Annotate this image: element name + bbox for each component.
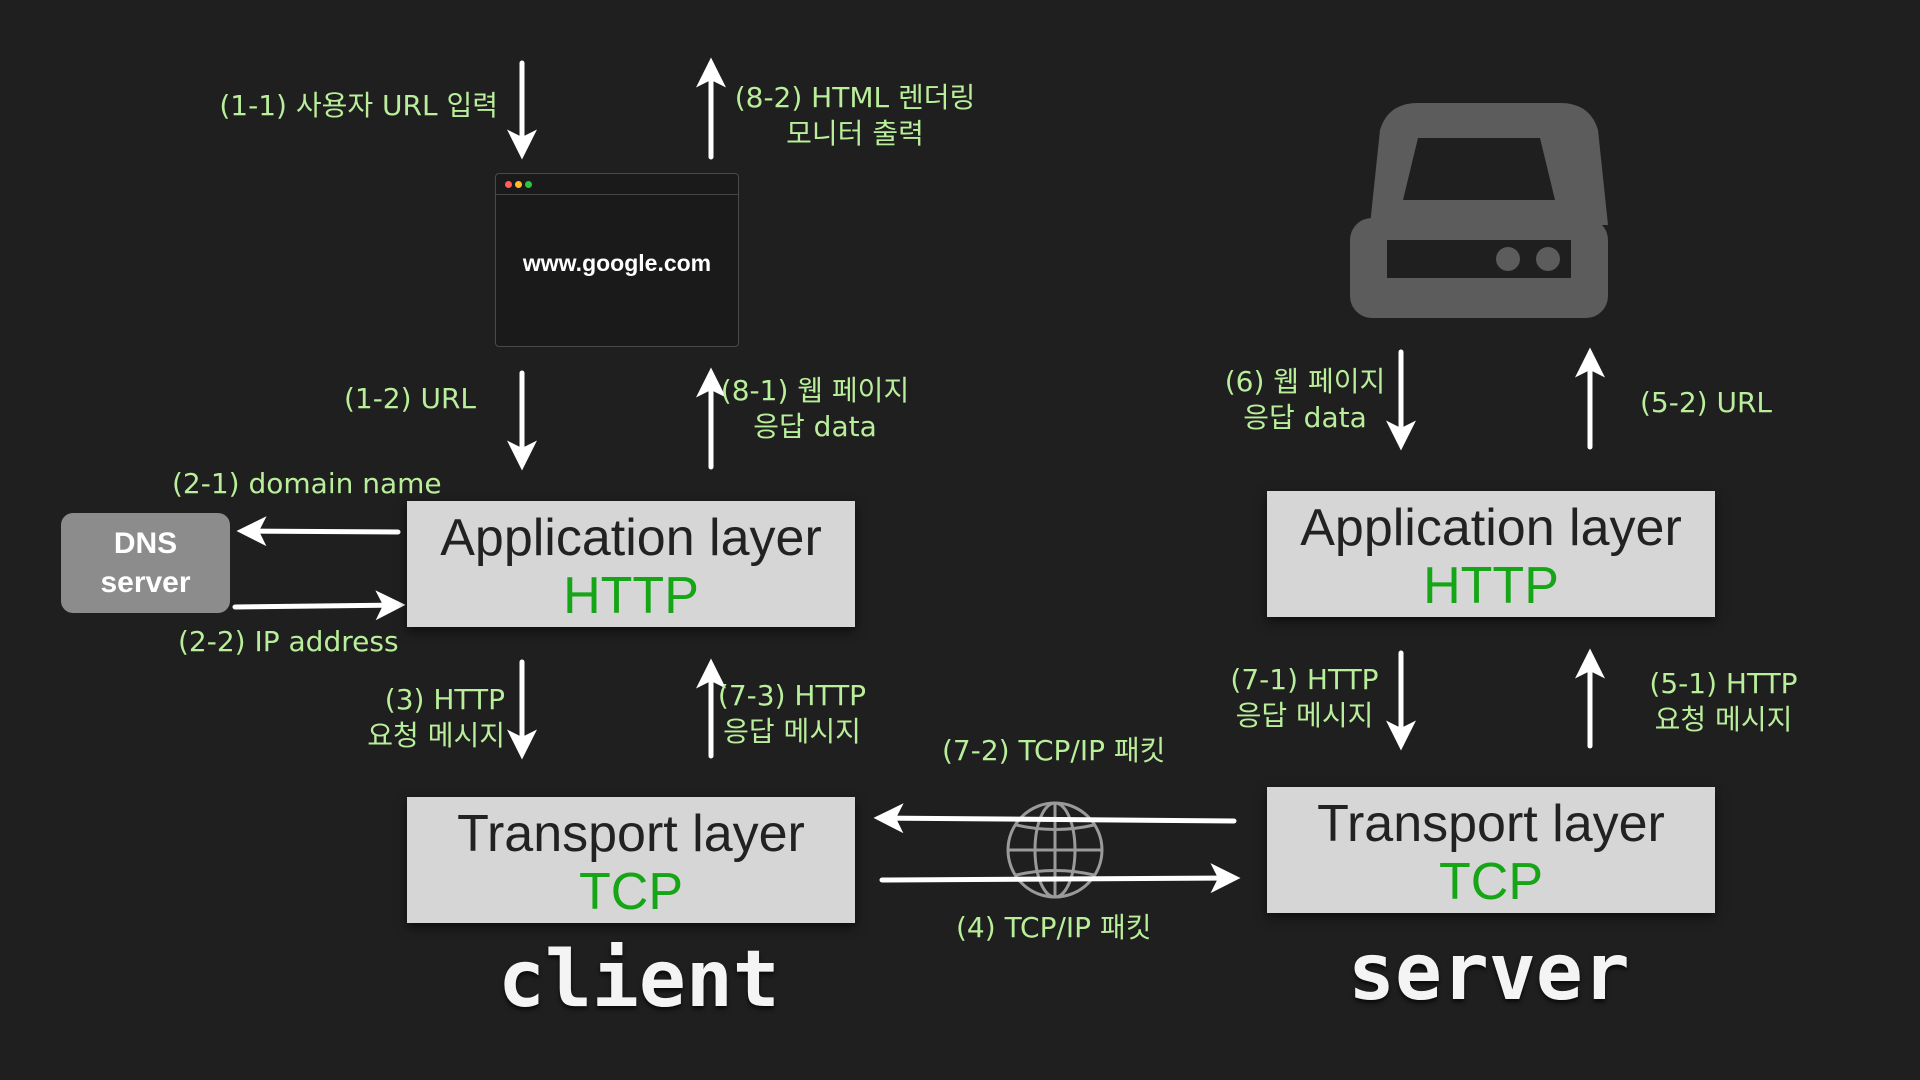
server-caption: server <box>1348 928 1630 1018</box>
layer-title: Application layer <box>440 509 822 567</box>
label-line: 모니터 출력 <box>786 117 924 150</box>
layer-title: Application layer <box>1300 499 1682 557</box>
label-line: (6) 웹 페이지 <box>1224 365 1386 398</box>
dns-server-box: DNS server <box>61 513 230 613</box>
label-line: (7-3) HTTP <box>717 679 867 712</box>
arrow-2-2 <box>232 590 406 621</box>
label-step-3: (3) HTTP 요청 메시지 <box>340 682 505 754</box>
label-step-8-2: (8-2) HTML 렌더링 모니터 출력 <box>730 80 980 152</box>
label-line: 응답 data <box>1243 401 1367 434</box>
label-line: 요청 메시지 <box>367 719 505 752</box>
label-step-7-1: (7-1) HTTP 응답 메시지 <box>1222 662 1387 734</box>
label-line: 응답 data <box>753 410 877 443</box>
label-step-1-2: (1-2) URL <box>343 382 476 415</box>
label-line: 응답 메시지 <box>723 715 861 748</box>
layer-protocol: TCP <box>1439 853 1543 911</box>
server-drive-icon <box>1350 103 1608 318</box>
layer-protocol: HTTP <box>1423 557 1559 615</box>
label-step-5-1: (5-1) HTTP 요청 메시지 <box>1641 666 1806 738</box>
server-application-layer: Application layer HTTP <box>1267 491 1715 617</box>
label-line: 응답 메시지 <box>1235 699 1374 732</box>
label-step-4: (4) TCP/IP 패킷 <box>956 911 1152 944</box>
label-line: (8-1) 웹 페이지 <box>720 374 910 407</box>
minimize-dot <box>515 181 522 188</box>
browser-window-icon: www.google.com <box>495 173 739 347</box>
arrow-7-2 <box>873 803 1237 834</box>
close-dot <box>505 181 512 188</box>
browser-title-bar <box>496 174 738 195</box>
arrow-4 <box>879 863 1241 894</box>
label-step-2-2: (2-2) IP address <box>178 625 399 658</box>
server-transport-layer: Transport layer TCP <box>1267 787 1715 913</box>
label-step-2-1: (2-1) domain name <box>172 467 442 500</box>
label-line: (5-1) HTTP <box>1649 667 1798 700</box>
client-application-layer: Application layer HTTP <box>407 501 855 627</box>
label-line: (7-1) HTTP <box>1230 663 1379 696</box>
client-caption: client <box>498 935 780 1025</box>
dns-label-line2: server <box>100 566 191 599</box>
layer-protocol: HTTP <box>563 567 699 625</box>
label-step-5-2: (5-2) URL <box>1640 386 1773 419</box>
label-step-8-1: (8-1) 웹 페이지 응답 data <box>715 373 915 445</box>
layer-protocol: TCP <box>579 863 683 921</box>
dns-label-line1: DNS <box>113 527 178 560</box>
layer-title: Transport layer <box>457 805 805 863</box>
label-line: (3) HTTP <box>384 683 505 716</box>
client-transport-layer: Transport layer TCP <box>407 797 855 923</box>
label-step-6: (6) 웹 페이지 응답 data <box>1215 364 1395 436</box>
label-line: 요청 메시지 <box>1654 703 1793 736</box>
arrow-2-1 <box>236 516 401 547</box>
browser-url-text: www.google.com <box>522 250 712 276</box>
label-step-1-1: (1-1) 사용자 URL 입력 <box>219 89 498 122</box>
maximize-dot <box>525 181 532 188</box>
label-line: (8-2) HTML 렌더링 <box>734 81 976 114</box>
label-step-7-3: (7-3) HTTP 응답 메시지 <box>712 678 872 750</box>
label-step-7-2: (7-2) TCP/IP 패킷 <box>942 734 1166 767</box>
layer-title: Transport layer <box>1317 795 1665 853</box>
